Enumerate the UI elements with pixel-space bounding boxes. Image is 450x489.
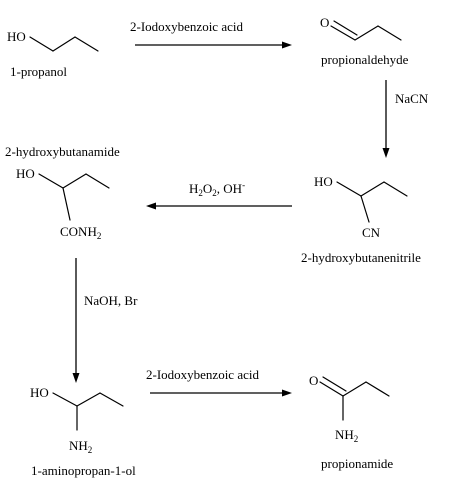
- nitrile-bond-oh: [336, 181, 362, 197]
- nitrile-bond-3: [383, 181, 408, 197]
- reagent-step-4: NaOH, Br: [84, 293, 138, 308]
- nitrile-bond-2: [360, 181, 385, 197]
- hydroxybutanenitrile-name: 2-hydroxybutanenitrile: [301, 250, 421, 265]
- propanol-hydroxyl-label: HO: [7, 29, 26, 44]
- propionamide-bond-2: [342, 381, 367, 397]
- propionaldehyde-name: propionaldehyde: [321, 52, 409, 67]
- amide-hydroxyl-label: HO: [16, 166, 35, 181]
- arrow-step-1: 2-Iodoxybenzoic acid: [130, 19, 292, 49]
- reagent-step-3: H2O2, OH-: [189, 180, 245, 198]
- aminopropanol-bond-3: [99, 392, 124, 407]
- propionaldehyde-bond-2: [354, 25, 379, 41]
- propionamide-nh2-label: NH2: [335, 427, 358, 444]
- aminopropanol-hydroxyl-label: HO: [30, 385, 49, 400]
- arrow-step-1-head: [282, 41, 292, 49]
- arrow-step-4-head: [72, 373, 80, 383]
- arrow-step-4: NaOH, Br: [72, 258, 138, 383]
- amide-bond-oh: [38, 173, 64, 189]
- propanol-bond-3: [74, 36, 99, 52]
- propanol-bond-2: [52, 36, 76, 52]
- aminopropanol-name: 1-aminopropan-1-ol: [31, 463, 136, 478]
- nitrile-hydroxyl-label: HO: [314, 174, 333, 189]
- arrow-step-5-head: [282, 389, 292, 397]
- aminopropanol-bond-2: [76, 392, 101, 407]
- aminopropanol-nh2-label: NH2: [69, 438, 92, 455]
- arrow-step-2-head: [382, 148, 390, 158]
- amide-bond-conh2: [62, 187, 71, 221]
- amide-bond-2: [62, 173, 87, 189]
- nitrile-cn-label: CN: [362, 225, 381, 240]
- propionaldehyde-oxygen-label: O: [320, 15, 329, 30]
- propionaldehyde-carbonyl-bond-b: [333, 20, 358, 36]
- aminopropanol-bond-oh: [52, 392, 78, 407]
- molecule-propionaldehyde: O propionaldehyde: [320, 15, 409, 67]
- propionamide-name: propionamide: [321, 456, 393, 471]
- reagent-step-1: 2-Iodoxybenzoic acid: [130, 19, 243, 34]
- molecule-2-hydroxybutanamide: 2-hydroxybutanamide HO CONH2: [5, 144, 120, 241]
- arrow-step-3-head: [146, 202, 156, 210]
- propanol-bond-1: [29, 36, 54, 52]
- propanol-name: 1-propanol: [10, 64, 67, 79]
- molecule-2-hydroxybutanenitrile: HO CN 2-hydroxybutanenitrile: [301, 174, 421, 265]
- molecule-1-aminopropan-1-ol: HO NH2 1-aminopropan-1-ol: [30, 385, 136, 478]
- molecule-1-propanol: HO 1-propanol: [7, 29, 99, 79]
- propionaldehyde-bond-3: [377, 25, 402, 41]
- arrow-step-3: H2O2, OH-: [146, 180, 292, 210]
- arrow-step-5: 2-Iodoxybenzoic acid: [146, 367, 292, 397]
- arrow-step-2: NaCN: [382, 80, 429, 158]
- propionamide-carbonyl-bond-a: [319, 381, 344, 397]
- hydroxybutanamide-name: 2-hydroxybutanamide: [5, 144, 120, 159]
- amide-conh2-label: CONH2: [60, 224, 101, 241]
- reagent-step-2: NaCN: [395, 91, 429, 106]
- propionamide-carbonyl-bond-b: [322, 376, 347, 392]
- propionamide-bond-3: [365, 381, 390, 397]
- reagent-step-5: 2-Iodoxybenzoic acid: [146, 367, 259, 382]
- amide-bond-3: [85, 173, 110, 189]
- propionaldehyde-carbonyl-bond-a: [330, 25, 356, 41]
- molecule-propionamide: O NH2 propionamide: [309, 373, 393, 471]
- propionamide-oxygen-label: O: [309, 373, 318, 388]
- nitrile-bond-cn: [360, 195, 370, 223]
